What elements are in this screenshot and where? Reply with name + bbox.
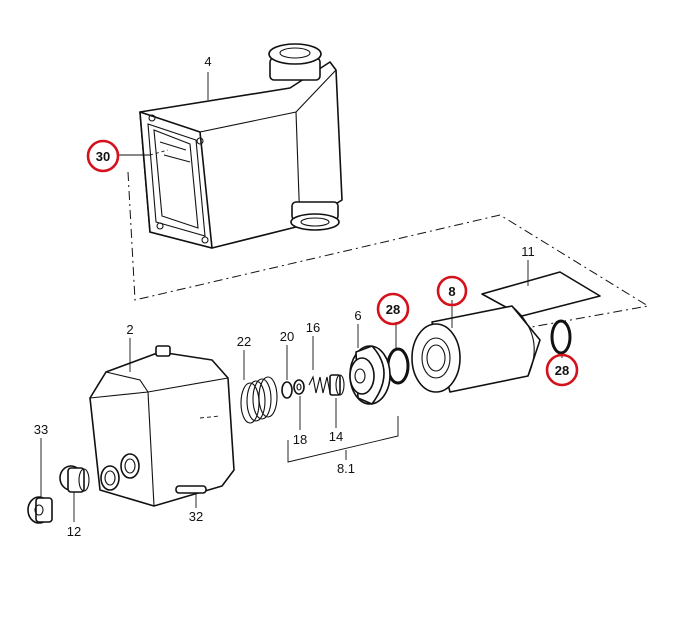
large-spring-part <box>240 350 278 424</box>
callout-2: 2 <box>126 322 133 337</box>
washer-part <box>281 345 293 399</box>
callout-28-right: 28 <box>555 363 569 378</box>
highlight-rings <box>86 139 579 387</box>
callout-12: 12 <box>67 524 81 539</box>
callout-8: 8 <box>448 284 455 299</box>
callout-32: 32 <box>189 509 203 524</box>
callout-4: 4 <box>204 54 211 69</box>
valve-disc-part <box>349 324 391 405</box>
callout-11: 11 <box>521 244 535 259</box>
callout-33: 33 <box>34 422 48 437</box>
lower-housing-part <box>89 338 235 507</box>
assembly-guide-lines <box>127 171 650 331</box>
valve-pin-part <box>329 374 345 428</box>
fitting-part <box>59 465 90 522</box>
o-ring-part <box>386 322 410 385</box>
callout-18: 18 <box>293 432 307 447</box>
highlight-ring-30 <box>86 139 120 173</box>
highlight-ring-28-right <box>545 353 579 387</box>
callout-30: 30 <box>96 149 110 164</box>
callout-22: 22 <box>237 334 251 349</box>
callout-28-left: 28 <box>386 302 400 317</box>
highlight-ring-28-left <box>376 292 410 326</box>
highlight-ring-8 <box>436 275 468 307</box>
callout-14: 14 <box>329 429 343 444</box>
subassembly-bracket <box>287 416 399 463</box>
label-plate-part <box>481 260 601 317</box>
filter-cartridge-part <box>411 300 541 393</box>
callout-6: 6 <box>354 308 361 323</box>
callout-16: 16 <box>306 320 320 335</box>
callout-20: 20 <box>280 329 294 344</box>
plug-part <box>27 438 53 524</box>
upper-housing-part <box>118 43 343 249</box>
o-ring-part-right <box>550 319 572 358</box>
washer-small-part <box>293 379 305 430</box>
callout-8-1: 8.1 <box>337 461 355 476</box>
callout-labels: 4 30 11 8 28 28 2 22 20 16 6 18 14 8.1 3… <box>34 54 569 539</box>
